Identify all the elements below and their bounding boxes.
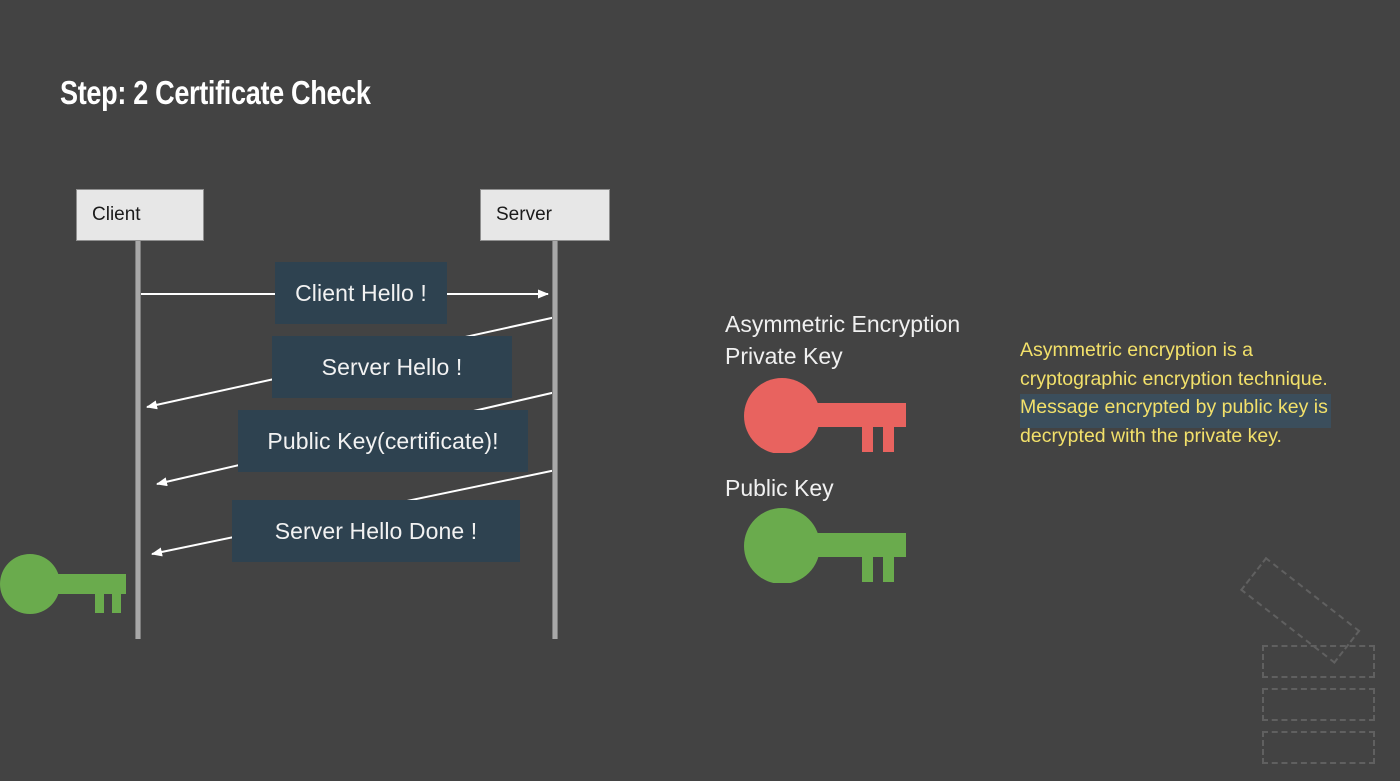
key-icon [744,508,906,583]
page-title: Step: 2 Certificate Check [60,74,371,111]
actor-box-client[interactable]: Client [76,189,204,241]
legend-heading-public-key: Public Key [725,475,834,501]
message-label: Server Hello Done ! [274,517,478,544]
actor-label-client: Client [92,204,141,225]
actor-box-server[interactable]: Server [480,189,610,241]
key-icon [0,554,126,614]
lifeline-client [135,241,141,639]
message-label: Client Hello ! [295,279,427,306]
dashed-rect [1262,731,1375,764]
lifeline-server [552,241,558,639]
message-box-public-key-certificate[interactable]: Public Key(certificate)! [238,410,528,472]
description-highlight [1020,394,1331,428]
legend-heading-private-key: Asymmetric Encryption Private Key [725,311,961,369]
sequence-diagram: Client Server Client Hello ! Server Hell… [0,0,700,700]
dashed-rect [1262,688,1375,721]
actor-label-server: Server [496,204,552,225]
decorative-dashed-shapes [1230,540,1400,781]
message-label: Public Key(certificate)! [267,427,499,454]
description-text: Asymmetric encryption is a cryptographic… [1020,339,1328,447]
message-box-client-hello[interactable]: Client Hello ! [275,262,447,324]
message-box-server-hello-done[interactable]: Server Hello Done ! [232,500,520,562]
dashed-rect [1262,645,1375,678]
key-icon [744,378,906,453]
message-label: Server Hello ! [321,353,463,380]
message-box-server-hello[interactable]: Server Hello ! [272,336,512,398]
